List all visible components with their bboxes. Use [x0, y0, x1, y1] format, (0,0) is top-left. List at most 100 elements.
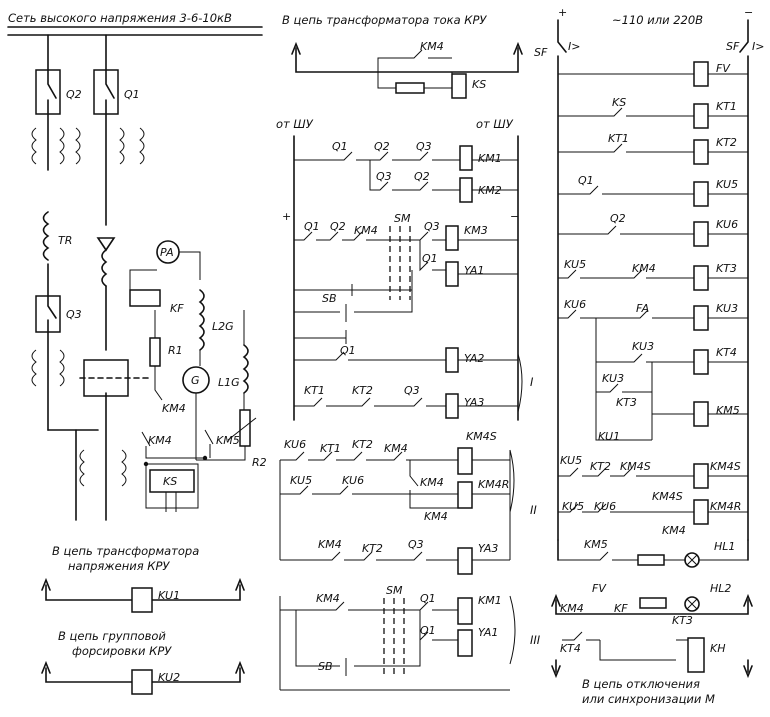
sm-label-top: SM: [394, 212, 411, 225]
km5-right-label: KM5: [716, 404, 740, 417]
sb-label-top: SB: [322, 292, 337, 305]
ya3-row-label: YA3: [464, 396, 484, 409]
fa-label: FA: [636, 302, 649, 315]
sb-label-bottom: SB: [318, 660, 333, 673]
ku6-ii2-label: KU6: [342, 474, 364, 487]
pa-label: PA: [160, 246, 174, 259]
i-right-label: I>: [752, 40, 764, 53]
kt2-right-label: KT2: [716, 136, 737, 149]
q1-row5: Q1: [340, 344, 356, 357]
kt1-ii-label: KT1: [320, 442, 341, 455]
kt3-kh-label: KT3: [672, 614, 693, 627]
hl1-label: HL1: [714, 540, 735, 553]
q2-right-label: Q2: [610, 212, 626, 225]
km4-ii3-label: KM4: [424, 510, 448, 523]
ku6-right-label: KU6: [716, 218, 738, 231]
q2-label: Q2: [66, 88, 82, 101]
kt1-contact-label: KT1: [608, 132, 629, 145]
q1-row4: Q1: [422, 252, 438, 265]
g-label: G: [191, 374, 200, 387]
control-circuit-section: В цепь трансформатора тока КРУ KM4 KS от…: [276, 13, 541, 691]
r2-label: R2: [252, 456, 267, 469]
sf-left-label: SF: [534, 46, 548, 59]
l1g-label: L1G: [218, 376, 240, 389]
q3-row3: Q3: [424, 220, 440, 233]
km4-hl2-label: KM4: [560, 602, 584, 615]
hv-network-title: Сеть высокого напряжения 3-6-10кВ: [8, 11, 232, 25]
km1-iii-label: KM1: [478, 594, 502, 607]
ku6-km4r-label: KU6: [594, 500, 616, 513]
kt4-kh-label: KT4: [560, 642, 581, 655]
hl2-label: HL2: [710, 582, 731, 595]
l2g-label: L2G: [212, 320, 234, 333]
km4s-contact-label: KM4S: [620, 460, 651, 473]
r1-label: R1: [168, 344, 183, 357]
ks-right-label: KS: [612, 96, 626, 109]
km3-row-label: KM3: [464, 224, 488, 237]
ks-ct-label: KS: [472, 78, 486, 91]
q1-row1: Q1: [332, 140, 348, 153]
kh-label: KH: [710, 642, 726, 655]
group-i-label: I: [530, 375, 534, 389]
kt2-ii-label: KT2: [352, 438, 373, 451]
km5-label: KM5: [216, 434, 240, 447]
ku5-km4s-label: KU5: [560, 454, 582, 467]
q1-row3: Q1: [304, 220, 320, 233]
kf-hl2-label: KF: [614, 602, 628, 615]
km4-contact3-label: KM4: [662, 524, 686, 537]
vt-circuit-line2: напряжения КРУ: [68, 559, 170, 573]
q3-row6: Q3: [404, 384, 420, 397]
ku5-right-label: KU5: [716, 178, 738, 191]
group-ii-label: II: [530, 503, 537, 517]
group-iii-label: III: [530, 633, 541, 647]
dc-relay-section: + ~110 или 220В − SF I> SF I> FV KS KT1 …: [534, 6, 764, 706]
q3-row1: Q3: [416, 140, 432, 153]
q2-row3: Q2: [330, 220, 346, 233]
tr-label: TR: [58, 234, 72, 247]
q1-right-label: Q1: [578, 174, 594, 187]
ku1-label: KU1: [158, 589, 180, 602]
kt2-row-label: KT2: [352, 384, 373, 397]
km4s-ii-label: KM4S: [466, 430, 497, 443]
km4s-contact2-label: KM4S: [652, 490, 683, 503]
ya1-row-label: YA1: [464, 264, 484, 277]
kt3-contact-label: KT3: [616, 396, 637, 409]
from-bus-left: от ШУ: [276, 117, 314, 131]
fv-label: FV: [716, 62, 731, 75]
ya2-row-label: YA2: [464, 352, 484, 365]
auxiliary-circuits-left: В цепь трансформатора напряжения КРУ KU1…: [41, 544, 245, 695]
km4r-right-label: KM4R: [710, 500, 741, 513]
vt-circuit-line1: В цепь трансформатора: [52, 544, 199, 558]
kt2-ya3-label: KT2: [362, 542, 383, 555]
ku5-km4r-label: KU5: [562, 500, 584, 513]
ku1-contact-label: KU1: [598, 430, 620, 443]
ku5-ii-label: KU5: [290, 474, 312, 487]
plus-right: +: [558, 6, 567, 19]
km4-contact-label: KM4: [162, 402, 186, 415]
kt1-row-label: KT1: [304, 384, 325, 397]
q1-iii-label: Q1: [420, 592, 436, 605]
km5-hl1-label: KM5: [584, 538, 608, 551]
from-bus-right: от ШУ: [476, 117, 514, 131]
sf-right-label: SF: [726, 40, 740, 53]
km4-iii-label: KM4: [316, 592, 340, 605]
kt2-km4s-label: KT2: [590, 460, 611, 473]
minus-right: −: [744, 6, 753, 19]
q3-ya3-label: Q3: [408, 538, 424, 551]
sm-label-bottom: SM: [386, 584, 403, 597]
km1-row-label: KM1: [478, 152, 502, 165]
primary-circuit-section: Сеть высокого напряжения 3-6-10кВ Q2 Q1 …: [7, 11, 267, 521]
kt3-right-label: KT3: [716, 262, 737, 275]
q3-row2: Q3: [376, 170, 392, 183]
km4-ii2-label: KM4: [420, 476, 444, 489]
ks-left-label: KS: [163, 475, 177, 488]
ku3-contact2-label: KU3: [602, 372, 624, 385]
km4-ct-label: KM4: [420, 40, 444, 53]
ct-circuit-title: В цепь трансформатора тока КРУ: [282, 13, 487, 27]
ku5-contact-label: KU5: [564, 258, 586, 271]
km4r-ii-label: KM4R: [478, 478, 509, 491]
km4-row3: KM4: [354, 224, 378, 237]
km4-ii-label: KM4: [384, 442, 408, 455]
i-left-label: I>: [568, 40, 580, 53]
